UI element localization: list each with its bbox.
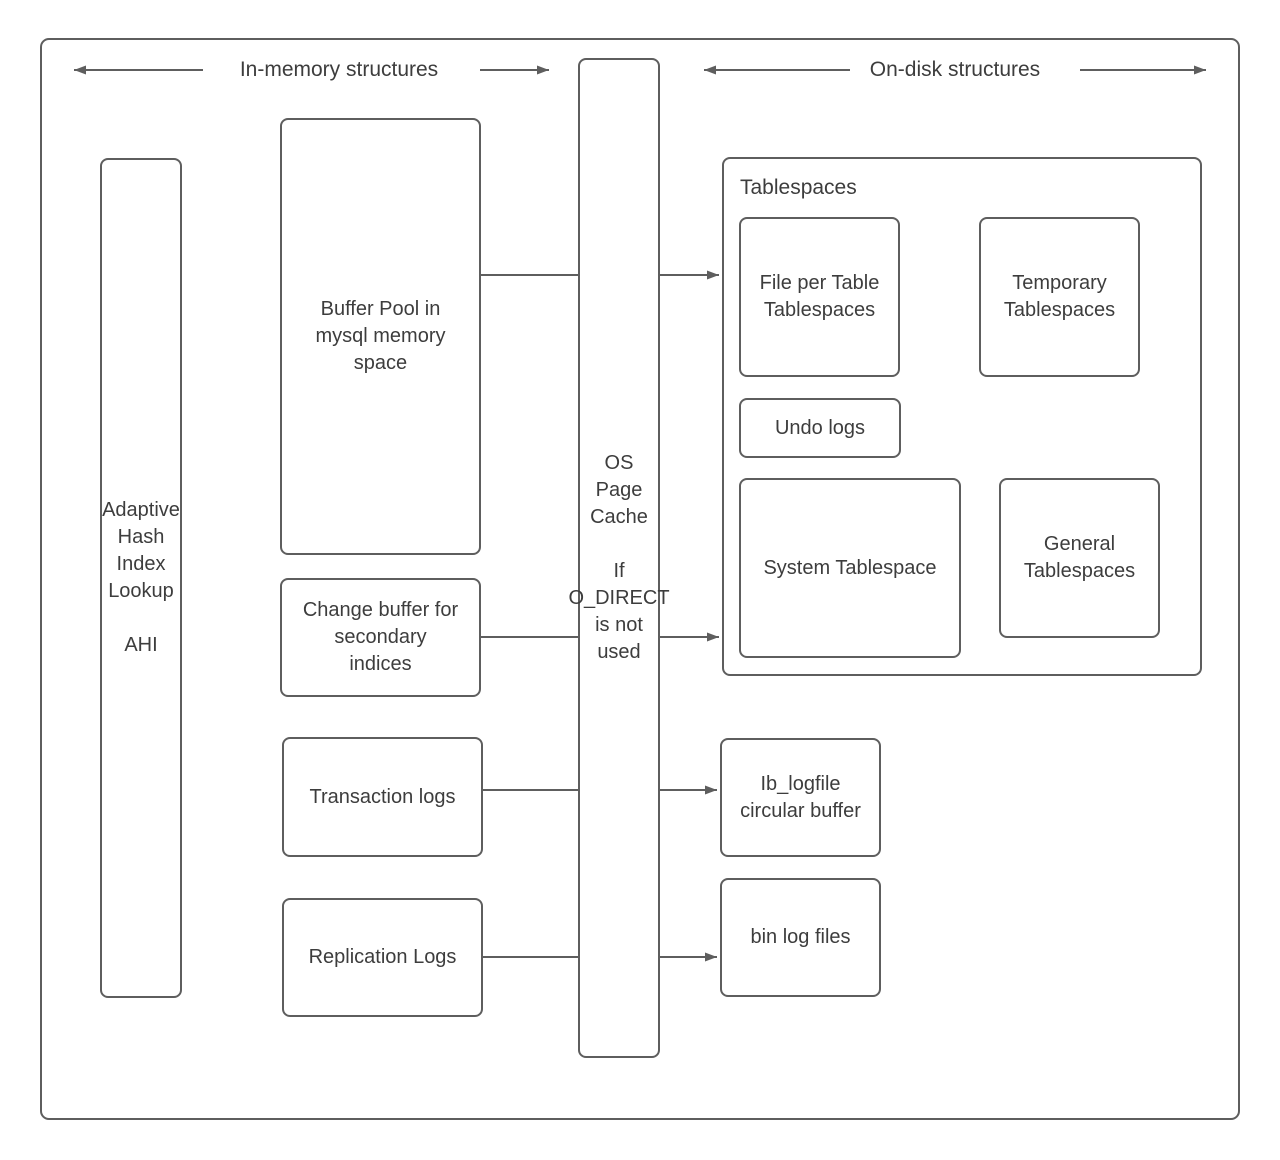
file-per-table-node: File per Table Tablespaces	[739, 217, 900, 377]
adaptive-hash-index-label: Adaptive Hash Index Lookup AHI	[102, 499, 180, 656]
replication-logs-node: Replication Logs	[282, 898, 483, 1017]
os-page-cache-label: OS Page Cache If O_DIRECT is not used	[568, 452, 670, 663]
change-buffer-label: Change buffer for secondary indices	[302, 599, 459, 675]
undo-logs-label: Undo logs	[774, 416, 866, 439]
in-memory-structures-header: In-memory structures	[239, 58, 439, 81]
outer-border	[40, 38, 1240, 1120]
tablespaces-label: Tablespaces	[740, 176, 857, 199]
buffer-pool-node: Buffer Pool in mysql memory space	[280, 118, 481, 555]
change-buffer-node: Change buffer for secondary indices	[280, 578, 481, 697]
file-per-table-label: File per Table Tablespaces	[759, 272, 880, 321]
adaptive-hash-index-node: Adaptive Hash Index Lookup AHI	[100, 158, 182, 998]
transaction-logs-label: Transaction logs	[309, 785, 456, 808]
temporary-tablespaces-node: Temporary Tablespaces	[979, 217, 1140, 377]
undo-logs-node: Undo logs	[739, 398, 901, 458]
ib-logfile-label: Ib_logfile circular buffer	[740, 772, 861, 822]
replication-logs-label: Replication Logs	[308, 946, 457, 968]
ib-logfile-node: Ib_logfile circular buffer	[720, 738, 881, 857]
bin-log-files-label: bin log files	[750, 926, 851, 948]
system-tablespace-label: System Tablespace	[763, 556, 937, 579]
buffer-pool-label: Buffer Pool in mysql memory space	[315, 298, 446, 374]
system-tablespace-node: System Tablespace	[739, 478, 961, 658]
os-page-cache-node: OS Page Cache If O_DIRECT is not used	[568, 58, 670, 1058]
general-tablespaces-node: General Tablespaces	[999, 478, 1160, 638]
general-tablespaces-label: General Tablespaces	[1023, 533, 1136, 582]
temporary-tablespaces-label: Temporary Tablespaces	[1003, 272, 1116, 321]
transaction-logs-node: Transaction logs	[282, 737, 483, 857]
bin-log-files-node: bin log files	[720, 878, 881, 997]
on-disk-structures-header: On-disk structures	[869, 58, 1041, 81]
tablespaces-container: Tablespaces File per Table Tablespaces T…	[722, 157, 1202, 676]
